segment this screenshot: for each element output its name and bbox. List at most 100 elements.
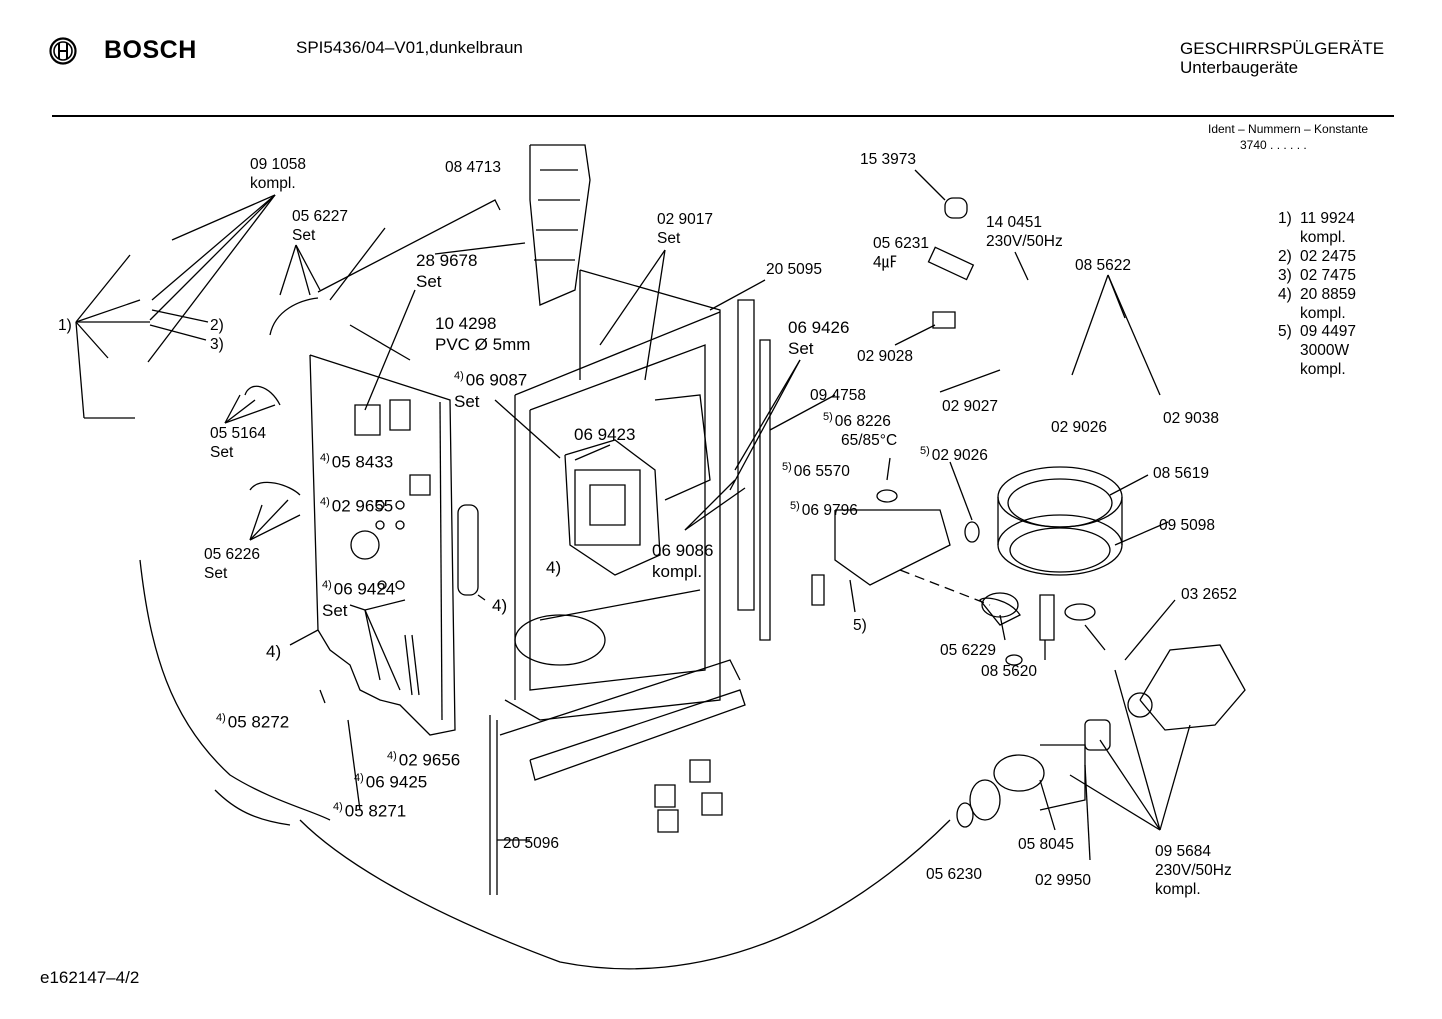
part-number: 06 8226 [834,413,891,431]
legend-num: 1) [1278,210,1292,227]
side-panel [310,355,478,735]
legend-text: 02 2475 [1300,248,1357,265]
part-note: Set [322,600,348,620]
legend-text: 09 4497 [1300,323,1357,340]
part-095684: 09 5684 230V/50Hz kompl. [1155,842,1232,899]
door-window [565,395,710,575]
frame-outline [318,200,720,720]
part-095098: 09 5098 [1159,517,1216,534]
legend-item-2: 2) 02 2475 [1278,247,1398,266]
part-number: 05 5164 [210,425,267,442]
part-140451: 14 0451 230V/50Hz [986,213,1063,251]
part-note: 4㎌ [873,254,898,271]
part-note: Set [292,227,316,244]
legend-num: 2) [1278,248,1292,265]
model-title: SPI5436/04–V01,dunkelbraun [296,38,523,57]
part-number: 06 9426 [788,318,850,337]
part-number: 09 1058 [250,156,307,173]
ref-1: 1) [58,317,72,334]
footnote-ref: 4) [354,772,364,784]
legend-item-5: 5) 09 4497 3000W kompl. [1278,322,1398,379]
legend-num: 3) [1278,267,1292,284]
footnote-ref: 4) [320,496,330,508]
part-091058: 09 1058 kompl. [250,155,306,193]
ref-4-panel: 4) [266,642,282,661]
footnote-ref: 5) [790,500,800,512]
part-056227: 05 6227 Set [292,207,348,245]
part-number: 06 9796 [801,502,858,520]
part-number: 05 8271 [344,801,407,821]
part-058271: 4)05 8271 [333,797,406,822]
ref-2: 2) [210,317,224,334]
ident-title: Ident – Nummern – Konstante [1208,122,1369,136]
header-divider [52,115,1394,117]
hoses [140,298,950,969]
part-205096: 20 5096 [503,835,560,852]
part-085620: 08 5620 [981,663,1038,680]
part-number: 06 9424 [333,579,396,599]
legend-text: 20 8859 [1300,286,1357,303]
legend-item-4: 4) 20 8859 kompl. [1278,285,1398,322]
part-069425: 4)06 9425 [354,768,427,793]
legend-text: kompl. [1300,361,1346,378]
part-note: Set [657,230,681,247]
part-069426: 06 9426 Set [788,317,849,359]
part-029028: 02 9028 [857,348,914,365]
part-068226: 5)06 8226 65/85°C [823,408,897,450]
part-number: 09 5684 [1155,843,1212,860]
category-line2: Unterbaugeräte [1180,58,1299,77]
legend-num: 5) [1278,323,1292,340]
document-id: e162147–4/2 [40,968,140,987]
part-085622: 08 5622 [1075,257,1132,274]
part-number: 05 6226 [204,546,261,563]
legend: 1) 11 9924 kompl. 2) 02 2475 3) 02 7475 … [1278,209,1398,379]
part-065570: 5)06 5570 [782,458,850,481]
part-055164: 05 5164 Set [210,424,266,462]
part-085619: 08 5619 [1153,465,1210,482]
legend-text: 3000W [1300,342,1350,359]
part-number: 06 9086 [652,541,714,560]
ref-3: 3) [210,336,224,353]
part-note: kompl. [250,175,296,192]
leader-lines [225,170,1190,860]
category-line1: GESCHIRRSPÜLGERÄTE [1180,39,1385,58]
part-056231: 05 6231 4㎌ [873,234,929,272]
part-number: 02 9655 [331,496,394,516]
connector-blocks [655,760,722,832]
part-number: 05 8433 [331,452,394,472]
part-note: kompl. [652,562,703,581]
rails [490,145,770,895]
part-058045: 05 8045 [1018,836,1075,853]
part-029026-b: 5)02 9026 [920,442,988,465]
footnote-ref: 4) [322,579,332,591]
part-056226: 05 6226 Set [204,545,260,583]
legend-text: 02 7475 [1300,267,1357,284]
part-number: 06 9425 [365,772,428,792]
part-note: 65/85°C [841,432,898,450]
part-note: 230V/50Hz [1155,862,1232,879]
bosch-logo [48,36,78,66]
legend-text: kompl. [1300,229,1346,246]
part-056230: 05 6230 [926,866,983,883]
footnote-ref: 4) [320,452,330,464]
part-number: 02 9026 [931,447,988,465]
ident-value: 3740 . . . . . . [1240,138,1307,152]
part-153973: 15 3973 [860,151,917,168]
footnote-ref: 5) [823,411,833,423]
part-069424: 4)06 9424 Set [322,575,395,621]
part-note: Set [204,565,228,582]
part-number: 14 0451 [986,214,1043,231]
part-205095: 20 5095 [766,261,823,278]
part-029656: 4)02 9656 [387,746,460,771]
part-029655: 4)02 9655 [320,492,393,517]
part-069087: 4)06 9087 Set [454,366,527,412]
part-069796: 5)06 9796 [790,497,858,520]
part-058433: 4)05 8433 [320,448,393,473]
part-094758: 09 4758 [810,387,867,404]
footnote-ref: 4) [387,750,397,762]
part-029026: 02 9026 [1051,419,1108,436]
legend-text: kompl. [1300,305,1346,322]
part-029017: 02 9017 Set [657,210,713,248]
part-032652: 03 2652 [1181,586,1238,603]
